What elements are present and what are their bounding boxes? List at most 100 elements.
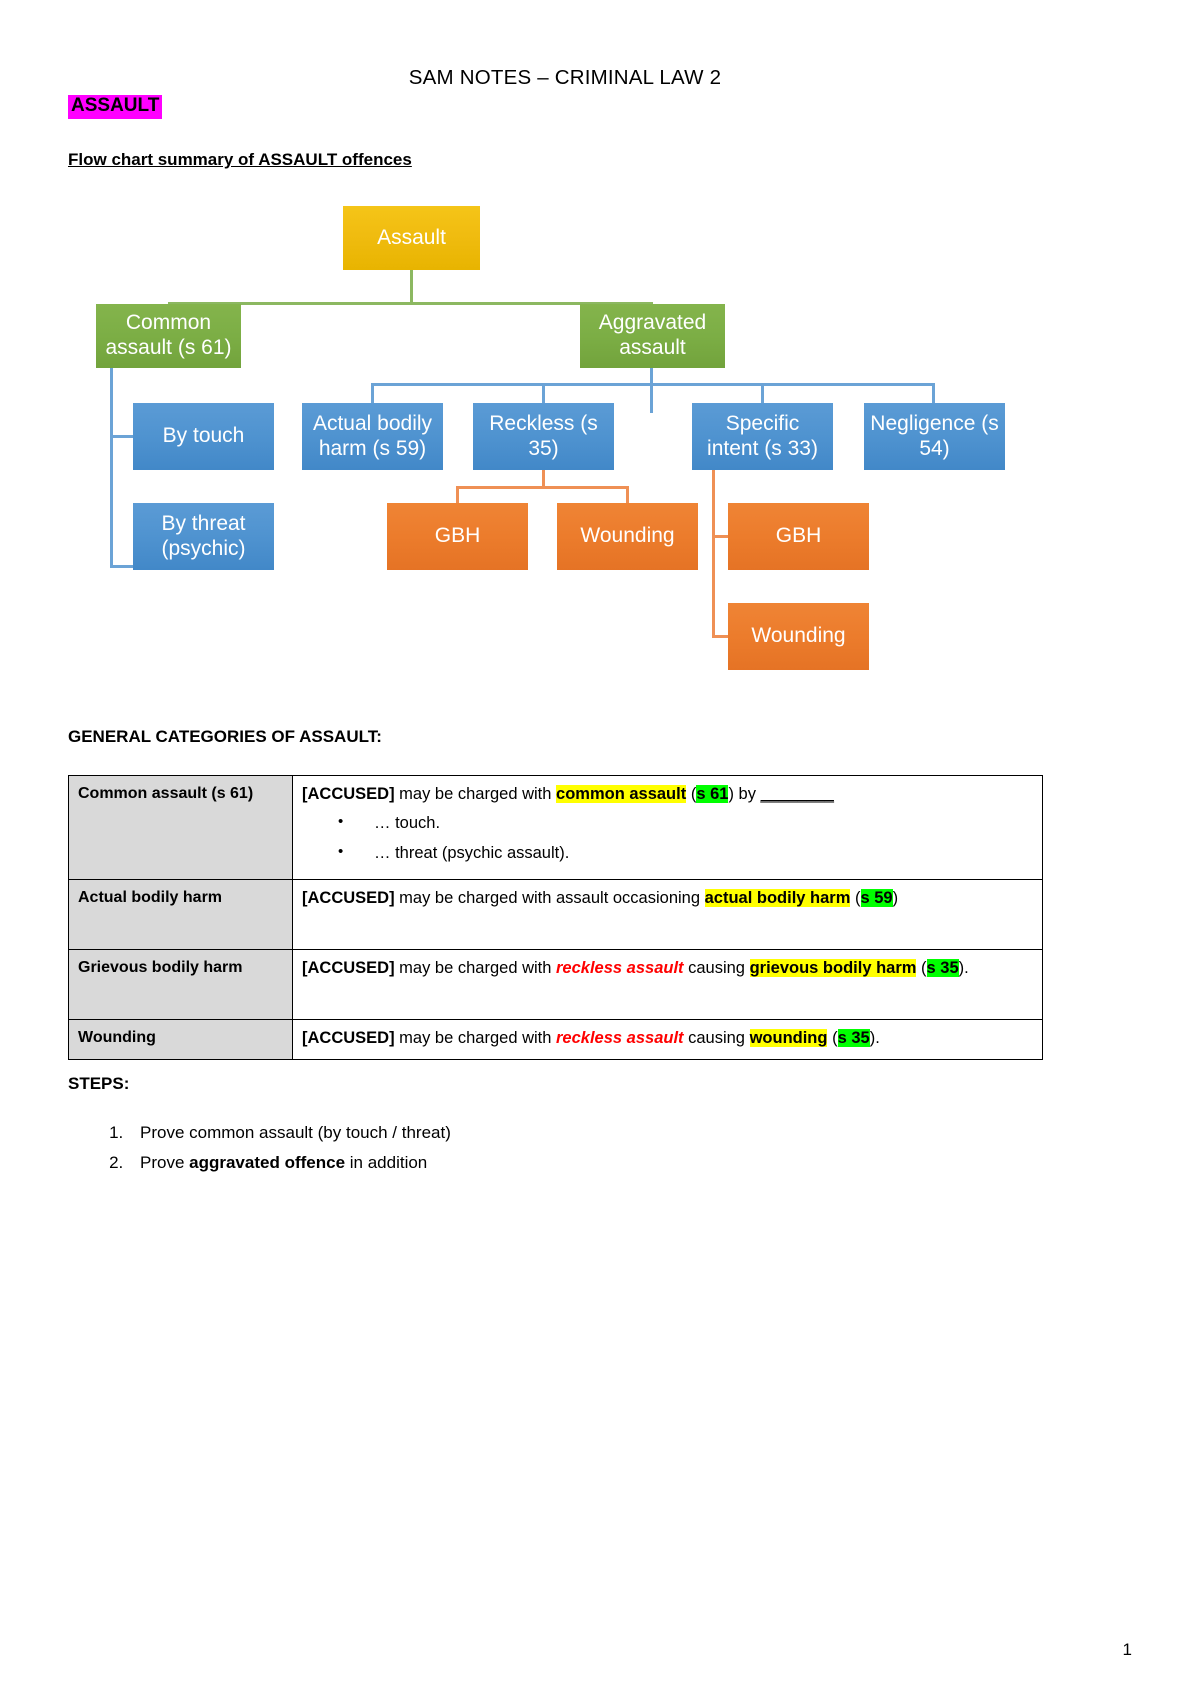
row-content-wounding: [ACCUSED] may be charged with reckless a… bbox=[292, 1019, 1043, 1060]
row3-highlight-yellow: wounding bbox=[749, 1029, 828, 1048]
row0-text1: may be charged with bbox=[394, 785, 557, 803]
connector-specific-spine bbox=[712, 470, 715, 637]
accused-token: [ACCUSED] bbox=[302, 785, 395, 803]
node-negligence-label: Negligence (s 54) bbox=[870, 411, 999, 460]
node-assault-label: Assault bbox=[377, 225, 446, 249]
connector-root-horizontal bbox=[168, 302, 653, 305]
row3-highlight-green: s 35 bbox=[837, 1029, 870, 1048]
node-reckless-wounding-label: Wounding bbox=[580, 524, 675, 548]
row1-highlight-yellow: actual bodily harm bbox=[704, 889, 851, 908]
accused-token: [ACCUSED] bbox=[302, 889, 395, 908]
node-by-threat[interactable]: By threat (psychic) bbox=[133, 503, 274, 570]
connector-common-to-touch bbox=[110, 435, 134, 438]
list-item: Prove aggravated offence in addition bbox=[128, 1148, 451, 1178]
row1-mid: ( bbox=[850, 889, 861, 908]
connector-aggravated-bus bbox=[371, 383, 935, 386]
table-row: Grievous bodily harm [ACCUSED] may be ch… bbox=[68, 949, 1043, 1021]
row2-text2: causing bbox=[683, 959, 750, 978]
node-reckless-gbh[interactable]: GBH bbox=[387, 503, 528, 570]
row3-text2: causing bbox=[683, 1029, 750, 1048]
node-actual-bodily-harm[interactable]: Actual bodily harm (s 59) bbox=[302, 403, 443, 470]
list-item: … threat (psychic assault). bbox=[338, 841, 1033, 865]
page-number: 1 bbox=[1122, 1640, 1132, 1659]
connector-common-to-threat bbox=[110, 565, 134, 568]
row0-tail: ) by bbox=[728, 785, 761, 803]
accused-token: [ACCUSED] bbox=[302, 959, 395, 978]
connector-specific-to-wounding bbox=[712, 635, 730, 638]
node-reckless-label: Reckless (s 35) bbox=[489, 411, 598, 460]
step1-text: Prove common assault (by touch / threat) bbox=[140, 1123, 451, 1142]
step2-bold: aggravated offence bbox=[189, 1152, 346, 1172]
node-by-touch-label: By touch bbox=[162, 424, 245, 448]
table-row: Wounding [ACCUSED] may be charged with r… bbox=[68, 1019, 1043, 1060]
row3-mid: ( bbox=[827, 1029, 838, 1048]
connector-reckless-to-gbh bbox=[456, 486, 459, 503]
row2-highlight-green: s 35 bbox=[926, 959, 959, 978]
accused-token: [ACCUSED] bbox=[302, 1029, 395, 1048]
general-categories-table: Common assault (s 61) [ACCUSED] may be c… bbox=[68, 774, 1043, 1060]
row-label-wounding: Wounding bbox=[68, 1019, 293, 1060]
row2-red-italic: reckless assault bbox=[556, 959, 684, 978]
general-categories-heading: GENERAL CATEGORIES OF ASSAULT: bbox=[68, 727, 382, 746]
node-specific-wounding-label: Wounding bbox=[751, 624, 846, 648]
row0-mid: ( bbox=[686, 785, 697, 803]
step2-text-a: Prove bbox=[140, 1152, 190, 1172]
steps-list: Prove common assault (by touch / threat)… bbox=[68, 1118, 451, 1178]
node-common-assault-label: Common assault (s 61) bbox=[105, 311, 232, 359]
flowchart-caption: Flow chart summary of ASSAULT offences bbox=[68, 150, 412, 169]
node-reckless[interactable]: Reckless (s 35) bbox=[473, 403, 614, 470]
connector-to-negligence bbox=[932, 383, 935, 403]
node-specific-gbh-label: GBH bbox=[775, 524, 822, 548]
table-row: Actual bodily harm [ACCUSED] may be char… bbox=[68, 879, 1043, 951]
node-negligence[interactable]: Negligence (s 54) bbox=[864, 403, 1005, 470]
node-assault[interactable]: Assault bbox=[343, 206, 480, 270]
connector-aggravated-stem bbox=[650, 368, 653, 413]
row-label-actual-bodily-harm: Actual bodily harm bbox=[68, 879, 293, 951]
node-common-assault[interactable]: Common assault (s 61) bbox=[96, 304, 241, 368]
connector-to-abh bbox=[371, 383, 374, 403]
steps-heading: STEPS: bbox=[68, 1074, 130, 1093]
row1-text1: may be charged with assault occasioning bbox=[394, 889, 705, 908]
list-item: … touch. bbox=[338, 811, 1033, 835]
row2-tail: ). bbox=[958, 959, 969, 978]
node-by-touch[interactable]: By touch bbox=[133, 403, 274, 470]
node-specific-intent-label: Specific intent (s 33) bbox=[707, 411, 818, 460]
row-content-grievous-bodily-harm: [ACCUSED] may be charged with reckless a… bbox=[292, 949, 1043, 1021]
topic-heading: ASSAULT bbox=[68, 95, 163, 119]
node-specific-wounding[interactable]: Wounding bbox=[728, 603, 869, 670]
connector-specific-to-gbh bbox=[712, 535, 730, 538]
row2-mid: ( bbox=[916, 959, 927, 978]
row1-highlight-green: s 59 bbox=[860, 889, 893, 908]
node-actual-bodily-harm-label: Actual bodily harm (s 59) bbox=[312, 411, 433, 460]
node-reckless-wounding[interactable]: Wounding bbox=[557, 503, 698, 570]
row-label-common-assault: Common assault (s 61) bbox=[68, 774, 293, 881]
running-header: SAM NOTES – CRIMINAL LAW 2 bbox=[408, 66, 722, 89]
row2-text1: may be charged with bbox=[394, 959, 557, 978]
table-row: Common assault (s 61) [ACCUSED] may be c… bbox=[68, 774, 1043, 881]
row2-highlight-yellow: grievous bodily harm bbox=[749, 959, 917, 978]
row3-tail: ). bbox=[869, 1029, 880, 1048]
row3-red-italic: reckless assault bbox=[556, 1029, 684, 1048]
node-reckless-gbh-label: GBH bbox=[434, 524, 481, 548]
row-content-actual-bodily-harm: [ACCUSED] may be charged with assault oc… bbox=[292, 879, 1043, 951]
list-item: Prove common assault (by touch / threat) bbox=[128, 1118, 451, 1148]
connector-to-specific bbox=[761, 383, 764, 403]
row-content-common-assault: [ACCUSED] may be charged with common ass… bbox=[292, 774, 1043, 881]
connector-root-down bbox=[410, 270, 413, 304]
row-label-grievous-bodily-harm: Grievous bodily harm bbox=[68, 949, 293, 1021]
row0-blank: ________ bbox=[760, 785, 834, 803]
row0-highlight-green: s 61 bbox=[696, 785, 729, 803]
connector-reckless-stem bbox=[542, 470, 545, 488]
row3-text1: may be charged with bbox=[394, 1029, 557, 1048]
connector-reckless-to-wounding bbox=[626, 486, 629, 503]
connector-common-spine bbox=[110, 368, 113, 568]
node-aggravated-assault[interactable]: Aggravated assault bbox=[580, 304, 725, 368]
node-specific-intent[interactable]: Specific intent (s 33) bbox=[692, 403, 833, 470]
node-by-threat-label: By threat (psychic) bbox=[161, 511, 246, 560]
row0-bullet-list: … touch. … threat (psychic assault). bbox=[302, 811, 1033, 865]
node-specific-gbh[interactable]: GBH bbox=[728, 503, 869, 570]
row1-tail: ) bbox=[892, 889, 899, 908]
step2-text-b: in addition bbox=[345, 1152, 428, 1172]
assault-flowchart: Assault Common assault (s 61) Aggravated… bbox=[0, 0, 1200, 700]
